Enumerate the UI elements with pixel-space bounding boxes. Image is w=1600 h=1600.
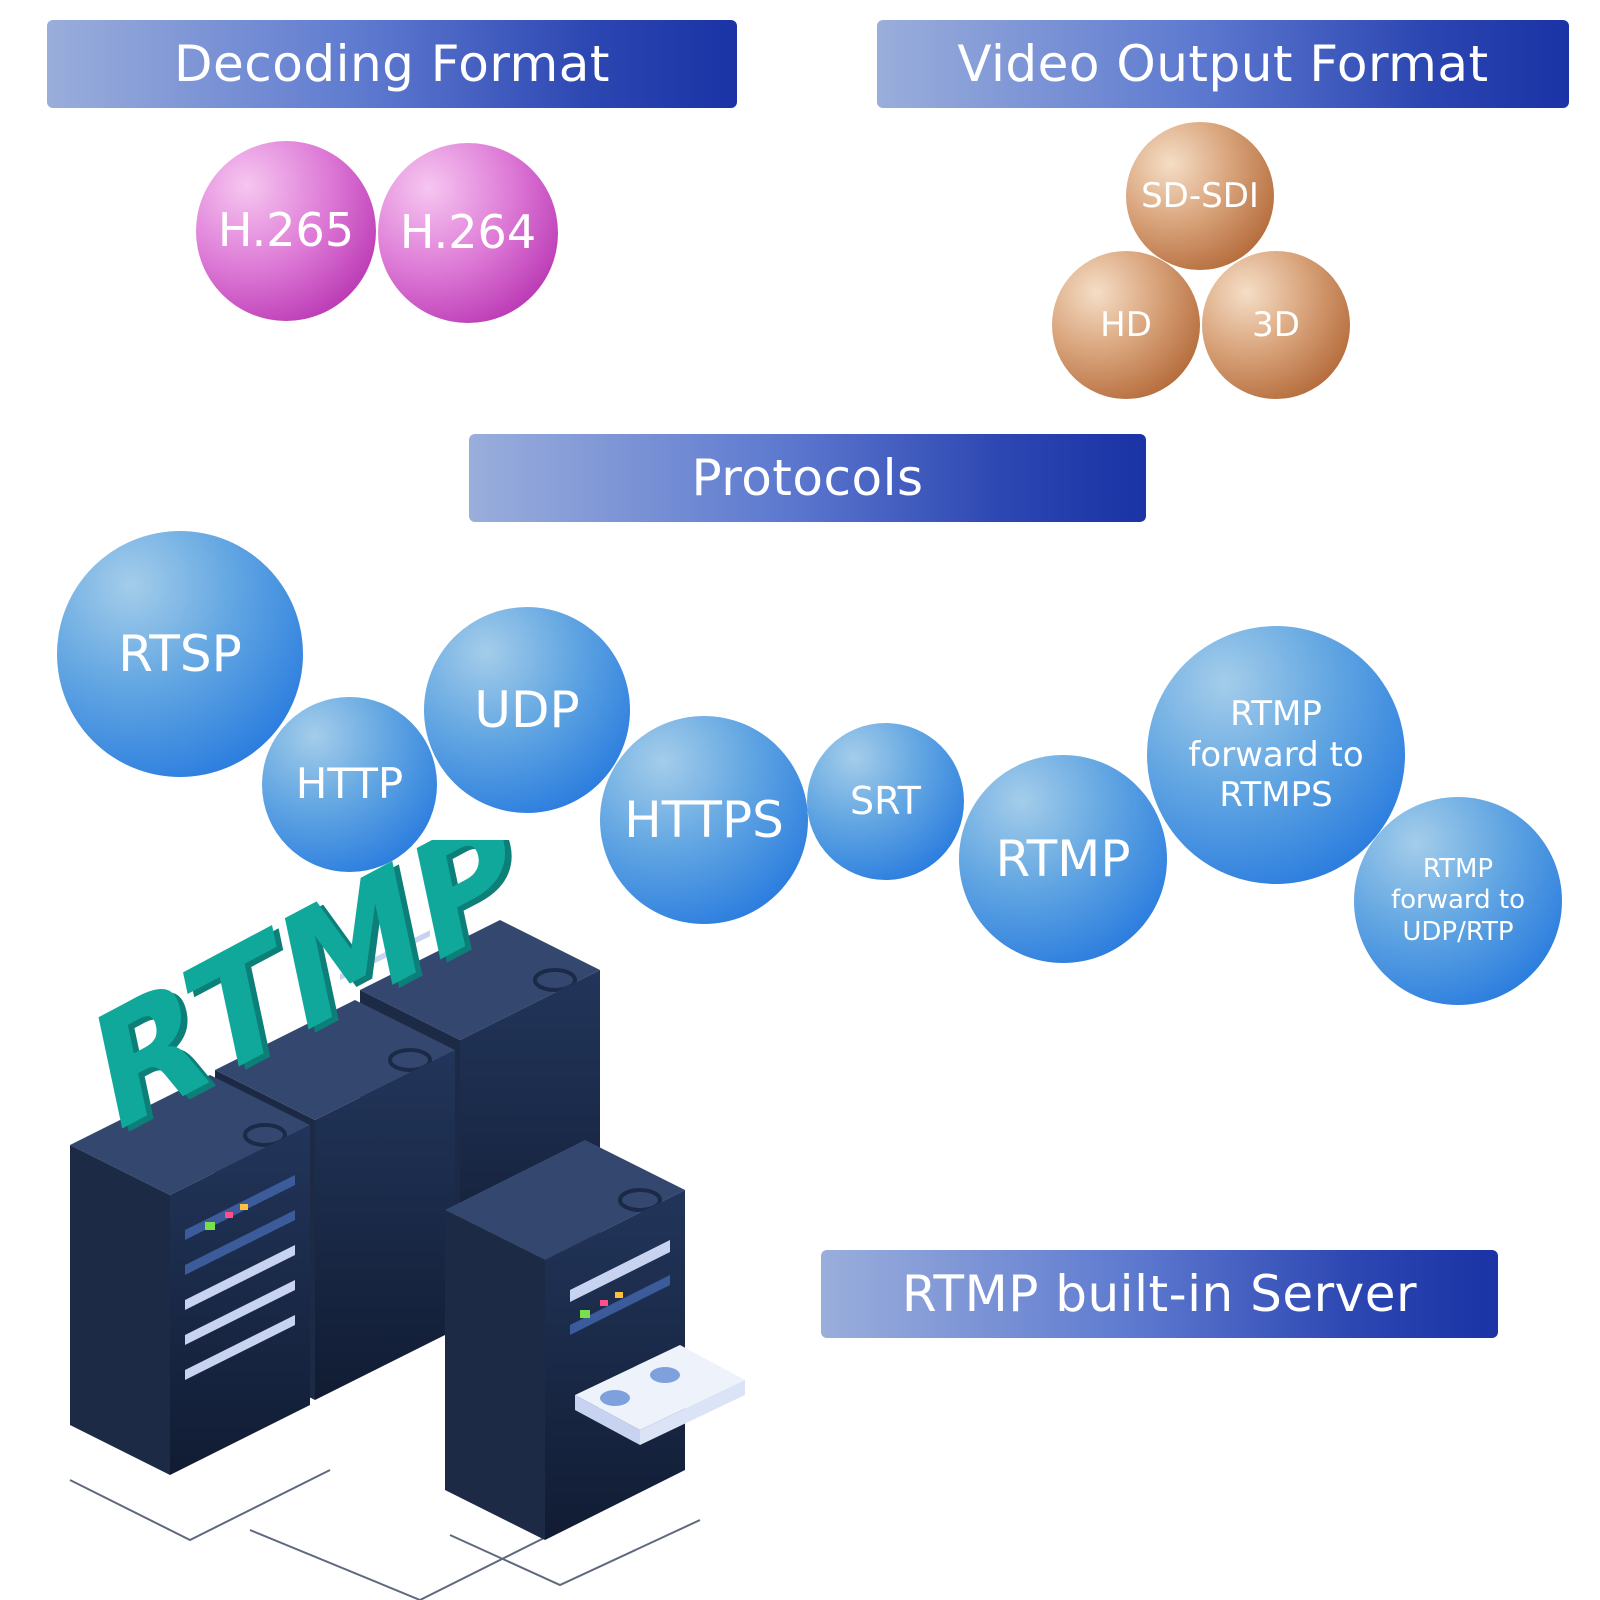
protocol-bubble-rtmp: RTMP: [959, 755, 1167, 963]
video-output-bubble-sd-sdi: SD-SDI: [1126, 122, 1274, 270]
video-output-bubble-3d: 3D: [1202, 251, 1350, 399]
protocol-bubble-srt: SRT: [807, 723, 964, 880]
video-output-format-header: Video Output Format: [877, 20, 1569, 108]
decoding-format-header: Decoding Format: [47, 20, 737, 108]
protocol-bubble-http: HTTP: [262, 697, 437, 872]
floor-lines: [69, 1469, 701, 1600]
protocol-bubble-rtsp: RTSP: [57, 531, 303, 777]
server-rack-illustration: RTMP RTMP: [69, 840, 745, 1600]
decoding-bubble-h265: H.265: [196, 141, 376, 321]
rack-1-slots: [185, 1175, 295, 1380]
protocol-bubble-udp: UDP: [424, 607, 630, 813]
server-rack-4: [445, 1140, 745, 1540]
server-rack-1: [70, 1075, 310, 1475]
server-drawer: [575, 1345, 745, 1445]
protocol-bubble-https: HTTPS: [600, 716, 808, 924]
protocol-bubble-rtmp-to-udp-rtp: RTMP forward to UDP/RTP: [1354, 797, 1562, 1005]
video-output-bubble-hd: HD: [1052, 251, 1200, 399]
decoding-bubble-h264: H.264: [378, 143, 558, 323]
rtmp-server-header: RTMP built-in Server: [821, 1250, 1498, 1338]
rack-4-slots: [570, 1240, 670, 1335]
protocols-header: Protocols: [469, 434, 1146, 522]
protocol-bubble-rtmp-to-rtmps: RTMP forward to RTMPS: [1147, 626, 1405, 884]
